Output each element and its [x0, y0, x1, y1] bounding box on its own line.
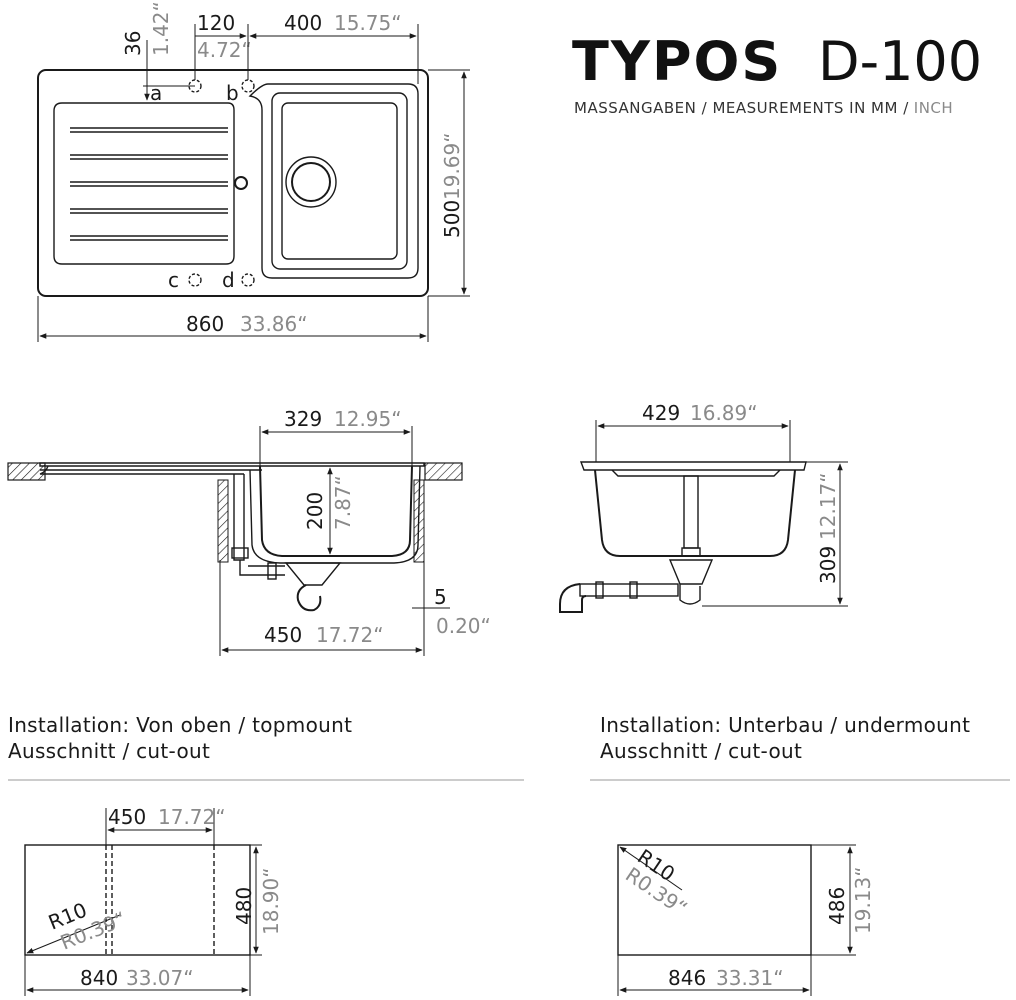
dim-450-mm: 450 [264, 623, 302, 647]
cut-846-mm: 846 [668, 966, 706, 990]
drain-trap [284, 562, 342, 586]
dim-450-in: 17.72“ [316, 623, 384, 647]
title-block: TYPOS D-100 MASSANGABEN / MEASUREMENTS I… [572, 30, 982, 117]
undermount-trap [668, 559, 714, 585]
dim-36-mm: 36 [121, 31, 145, 56]
cabinet-right [413, 479, 425, 563]
top-view: a b c d 36 1.42“ 120 4.72“ 400 15.75“ 50… [37, 1, 470, 342]
label-a: a [150, 81, 162, 105]
bowl-rim [248, 83, 419, 279]
cut-480-mm: 480 [232, 887, 256, 925]
tap-hole-b [241, 79, 255, 93]
dim-429-in: 16.89“ [690, 401, 758, 425]
drain-inner-icon [291, 162, 331, 202]
cut-450-mm: 450 [108, 805, 146, 829]
cabinet-left [217, 479, 229, 563]
cutout-rect-under [617, 844, 812, 956]
tap-hole-c [188, 273, 202, 287]
dim-860-in: 33.86“ [240, 312, 308, 336]
title-brand: TYPOS [572, 30, 782, 93]
label-c: c [168, 268, 179, 292]
cutout-undermount: 486 19.13“ R10 R0.39“ 846 33.31“ [617, 844, 875, 996]
dim-309-mm: 309 [816, 546, 840, 584]
dim-400-in: 15.75“ [334, 11, 402, 35]
subtitle-inch: INCH [914, 99, 953, 117]
install-topmount-line1: Installation: Von oben / topmount [8, 713, 353, 737]
cutout-rect [24, 844, 251, 956]
install-undermount-line2: Ausschnitt / cut-out [600, 739, 803, 763]
overflow-icon [234, 176, 248, 190]
drain-outer-icon [285, 156, 337, 208]
install-undermount-line1: Installation: Unterbau / undermount [600, 713, 971, 737]
dim-500-mm: 500 [440, 200, 464, 238]
tap-hole-d [241, 273, 255, 287]
label-b: b [226, 81, 239, 105]
install-undermount: Installation: Unterbau / undermount Auss… [600, 712, 970, 764]
dim-200-mm: 200 [303, 492, 327, 530]
dim-329-mm: 329 [284, 407, 322, 431]
dim-120-mm: 120 [197, 11, 235, 35]
cut-486-in: 19.13“ [851, 866, 875, 934]
subtitle-main: MASSANGABEN / MEASUREMENTS IN MM / [574, 99, 909, 117]
worktop-right [424, 462, 463, 481]
label-d: d [222, 268, 235, 292]
section-topmount: 329 12.95“ 200 7.87“ 5 0.20“ 450 17.72“ [7, 407, 491, 656]
undermount-rim [579, 461, 807, 471]
cut-486-mm: 486 [825, 887, 849, 925]
dim-860-mm: 860 [186, 312, 224, 336]
dim-400-mm: 400 [284, 11, 322, 35]
dim-36-in: 1.42“ [149, 1, 173, 56]
cut-480-in: 18.90“ [259, 867, 283, 935]
dim-5-mm: 5 [434, 585, 447, 609]
dim-329-in: 12.95“ [334, 407, 402, 431]
pipe-elbow [559, 583, 587, 613]
dim-500-in: 19.69“ [440, 132, 464, 200]
dim-309-in: 12.17“ [816, 472, 840, 540]
cut-840-mm: 840 [80, 966, 118, 990]
drain-pipe [579, 583, 679, 597]
cutout-topmount: 450 17.72“ 480 18.90“ R10 R0.39“ 840 33.… [24, 805, 283, 996]
drainboard-outline [53, 102, 235, 265]
cut-846-in: 33.31“ [716, 966, 784, 990]
cut-840-in: 33.07“ [126, 966, 194, 990]
drainboard-grooves [70, 127, 228, 241]
bowl-outer [271, 92, 408, 270]
dim-200-in: 7.87“ [331, 475, 355, 530]
subtitle-units: MASSANGABEN / MEASUREMENTS IN MM / INCH [574, 99, 953, 117]
undermount-bowl [594, 469, 796, 557]
section-undermount: 429 16.89“ 309 12.17“ [559, 401, 848, 613]
dim-120-in: 4.72“ [197, 38, 252, 62]
bowl-section [259, 465, 413, 557]
title-model: D-100 [818, 30, 982, 93]
install-topmount: Installation: Von oben / topmount Aussch… [8, 712, 352, 764]
dim-5-in: 0.20“ [436, 614, 491, 638]
cut-450-in: 17.72“ [158, 805, 226, 829]
dim-429-mm: 429 [642, 401, 680, 425]
install-topmount-line2: Ausschnitt / cut-out [8, 739, 211, 763]
bowl-inner [281, 102, 398, 260]
sink-outline [37, 69, 429, 297]
